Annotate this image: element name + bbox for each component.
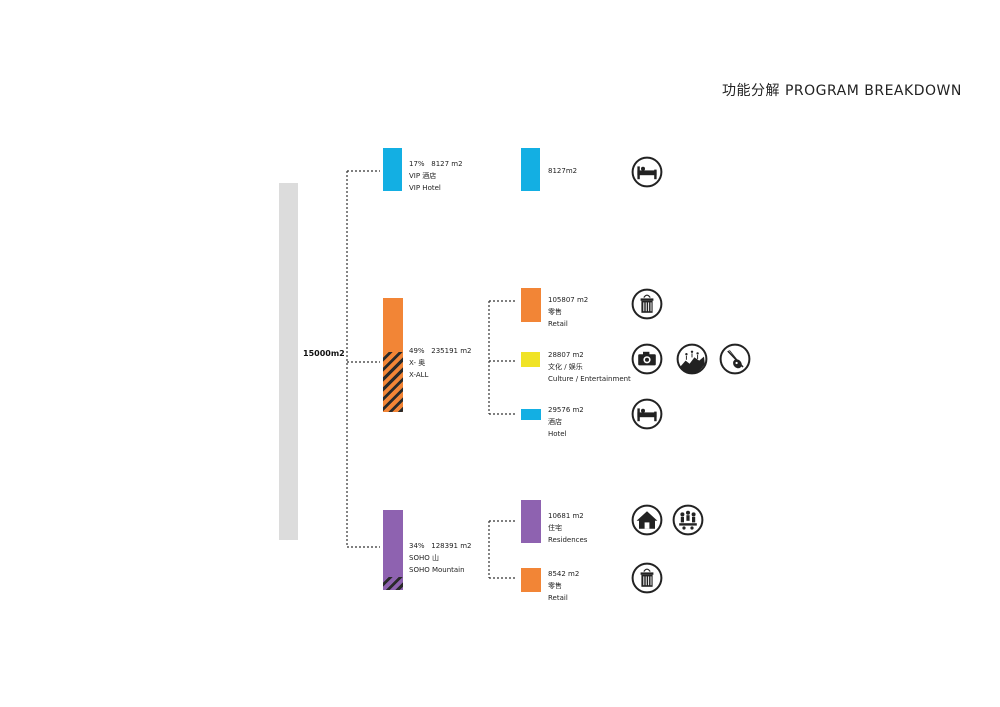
item-area: 10681 m2: [548, 512, 584, 520]
item-bar-residences: [521, 500, 541, 543]
item-area: 8127m2: [548, 167, 578, 175]
group-label-vip: 17% 8127 m2 VIP 酒店 VIP Hotel: [409, 158, 463, 194]
audience-icon: [676, 343, 708, 375]
xall-bar-hatched: [383, 352, 403, 412]
guitar-icon: [719, 343, 751, 375]
item-bar-retail-soho: [521, 568, 541, 592]
vip-hotel-bar: [383, 148, 402, 191]
item-name-cn: 文化 / 娱乐: [548, 363, 583, 371]
item-label-vip-hotel: 8127m2: [548, 165, 577, 177]
bed-icon: [631, 156, 663, 188]
item-label-retail-soho: 8542 m2 零售 Retail: [548, 568, 579, 604]
soho-bar-hatched: [383, 577, 403, 590]
item-label-hotel: 29576 m2 酒店 Hotel: [548, 404, 584, 440]
shopping-bag-icon: [631, 562, 663, 594]
camera-icon: [631, 343, 663, 375]
group-area: 8127 m2: [431, 160, 463, 168]
soho-bar: [383, 510, 403, 577]
group-name-en: VIP Hotel: [409, 184, 441, 192]
group-name-cn: SOHO 山: [409, 554, 439, 562]
group-name-en: SOHO Mountain: [409, 566, 465, 574]
item-name-en: Retail: [548, 594, 568, 602]
group-percent: 34%: [409, 542, 425, 550]
group-label-xall: 49% 235191 m2 X- 奥 X-ALL: [409, 345, 471, 381]
item-label-retail: 105807 m2 零售 Retail: [548, 294, 588, 330]
group-area: 235191 m2: [431, 347, 472, 355]
item-bar-culture: [521, 352, 540, 367]
group-name-cn: VIP 酒店: [409, 172, 437, 180]
item-area: 105807 m2: [548, 296, 589, 304]
item-name-en: Residences: [548, 536, 588, 544]
group-percent: 49%: [409, 347, 425, 355]
group-name-cn: X- 奥: [409, 359, 426, 367]
house-icon: [631, 504, 663, 536]
group-label-soho: 34% 128391 m2 SOHO 山 SOHO Mountain: [409, 540, 471, 576]
item-name-cn: 零售: [548, 582, 562, 590]
page-title: 功能分解 PROGRAM BREAKDOWN: [722, 83, 962, 99]
bed-icon: [631, 398, 663, 430]
total-area-label: 15000m2: [303, 349, 345, 358]
item-name-cn: 酒店: [548, 418, 562, 426]
item-name-cn: 零售: [548, 308, 562, 316]
group-area: 128391 m2: [431, 542, 472, 550]
item-area: 29576 m2: [548, 406, 584, 414]
item-label-residences: 10681 m2 住宅 Residences: [548, 510, 587, 546]
item-bar-vip-hotel: [521, 148, 540, 191]
item-name-en: Retail: [548, 320, 568, 328]
total-area-bar: [279, 183, 298, 540]
shopping-bag-icon: [631, 288, 663, 320]
item-name-en: Culture / Entertainment: [548, 375, 631, 383]
item-bar-hotel: [521, 409, 541, 420]
item-name-en: Hotel: [548, 430, 567, 438]
item-name-cn: 住宅: [548, 524, 562, 532]
item-area: 8542 m2: [548, 570, 580, 578]
community-icon: [672, 504, 704, 536]
item-bar-retail: [521, 288, 541, 322]
xall-bar: [383, 298, 403, 352]
item-label-culture: 28807 m2 文化 / 娱乐 Culture / Entertainment: [548, 349, 631, 385]
group-name-en: X-ALL: [409, 371, 429, 379]
group-percent: 17%: [409, 160, 425, 168]
item-area: 28807 m2: [548, 351, 584, 359]
